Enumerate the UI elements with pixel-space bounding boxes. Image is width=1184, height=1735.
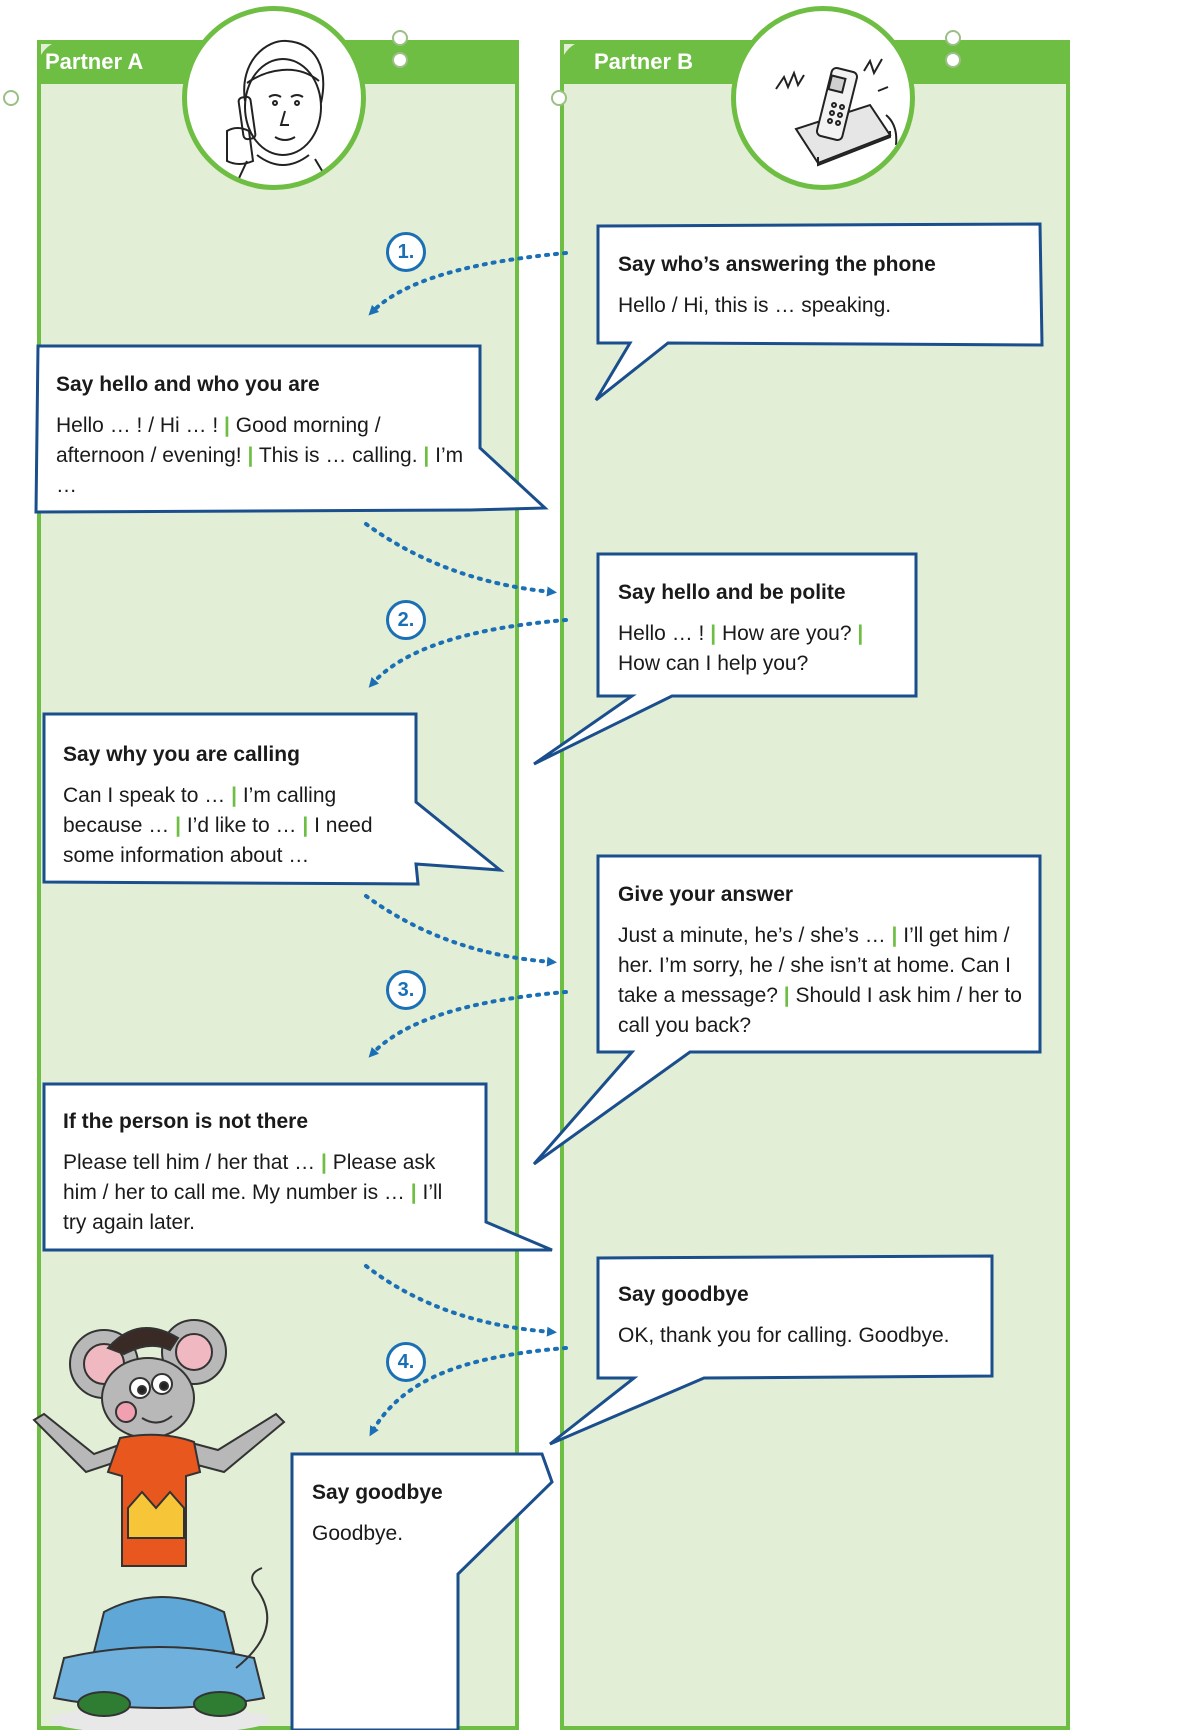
arrow	[368, 251, 568, 316]
arrow	[368, 990, 568, 1058]
bubble-line: OK, thank you for calling. Goodbye.	[618, 1324, 950, 1347]
bubble-heading: Say hello and be polite	[618, 581, 846, 604]
separator: |	[302, 814, 309, 837]
bubble-b3: Give your answer Just a minute, he’s / s…	[618, 883, 1028, 1041]
bubble-a3: If the person is not there Please tell h…	[63, 1110, 468, 1238]
step-number: 3.	[386, 970, 426, 1010]
bubble-line: Can I speak to …	[63, 784, 226, 807]
bubble-shape	[34, 344, 549, 514]
bubble-heading: Say why you are calling	[63, 743, 300, 766]
arrow	[368, 618, 568, 688]
bubble-a4: Say goodbye Goodbye.	[312, 1481, 482, 1549]
bubble-line: I’ll get him / her. I’m sorry, he / she …	[618, 924, 1011, 1007]
bubble-heading: Give your answer	[618, 883, 794, 906]
separator: |	[175, 814, 181, 837]
bubble-line: I’ll try again later.	[63, 1181, 443, 1234]
bubble-line: I’d like to …	[186, 814, 297, 837]
separator: |	[710, 622, 717, 645]
bubble-line: How can I help you?	[618, 652, 809, 675]
bubble-line: Hello … ! / Hi … !	[56, 414, 219, 437]
bubble-line: Please ask him / her to call me. My numb…	[63, 1151, 436, 1204]
arrow	[364, 522, 557, 597]
bubble-heading: Say goodbye	[312, 1481, 443, 1504]
partner-b-title: Partner B	[594, 49, 694, 74]
connector-dot	[945, 30, 961, 46]
bubble-line: Please tell him / her that …	[63, 1151, 316, 1174]
separator: |	[783, 984, 790, 1007]
bubble-heading: If the person is not there	[63, 1110, 309, 1133]
bubble-line: I need some information about …	[63, 814, 373, 867]
connector-dot	[945, 52, 961, 68]
connector-dot	[551, 90, 567, 106]
separator: |	[231, 784, 237, 807]
ringing-phone-icon	[731, 6, 915, 190]
arrow	[364, 1264, 557, 1337]
bubble-line: Goodbye.	[312, 1522, 404, 1545]
step-number: 2.	[386, 600, 426, 640]
bubble-b4: Say goodbye OK, thank you for calling. G…	[618, 1283, 978, 1351]
separator: |	[410, 1181, 417, 1204]
bubble-line: I’m calling because …	[63, 784, 337, 837]
bubble-line: Good morning / afternoon / evening!	[56, 414, 381, 467]
bubble-b1: Say who’s answering the phone Hello / Hi…	[618, 253, 1028, 321]
bubble-shape	[533, 552, 918, 766]
partner-a-title: Partner A	[45, 49, 144, 74]
bubble-b2: Say hello and be polite Hello … ! | How …	[618, 581, 908, 679]
bubble-a1: Say hello and who you are Hello … ! / Hi…	[56, 373, 466, 501]
separator: |	[320, 1151, 327, 1174]
bubble-shape	[42, 1082, 553, 1252]
arrow	[364, 894, 557, 967]
bubble-shape	[549, 1254, 994, 1446]
bubble-line: Hello / Hi, this is … speaking.	[618, 294, 892, 317]
mouse-mascot-icon	[24, 1308, 296, 1734]
bubble-a2: Say why you are calling Can I speak to ……	[63, 743, 408, 871]
bubble-heading: Say hello and who you are	[56, 373, 320, 396]
step-number: 1.	[386, 232, 426, 272]
separator: |	[857, 622, 864, 645]
bubble-shape	[594, 222, 1044, 402]
separator: |	[224, 414, 230, 437]
person-on-phone-icon	[182, 6, 366, 190]
connector-dot	[392, 52, 408, 68]
bubble-line: Hello … !	[618, 622, 705, 645]
bubble-line: Just a minute, he’s / she’s …	[618, 924, 886, 947]
connector-dot	[392, 30, 408, 46]
bubble-line: This is … calling.	[258, 444, 418, 467]
arrow	[369, 1346, 568, 1437]
separator: |	[247, 444, 254, 467]
bubble-heading: Say goodbye	[618, 1283, 749, 1306]
bubble-shape	[532, 854, 1042, 1166]
bubble-line: Should I ask him / her to call you back?	[618, 984, 1022, 1037]
bubble-shape	[42, 712, 505, 886]
step-number: 4.	[386, 1342, 426, 1382]
separator: |	[891, 924, 898, 947]
bubble-shape	[290, 1452, 554, 1730]
bubble-line: How are you?	[721, 622, 852, 645]
bubble-line: I’m …	[56, 444, 464, 497]
bubble-heading: Say who’s answering the phone	[618, 253, 936, 276]
separator: |	[423, 444, 430, 467]
connector-dot	[3, 90, 19, 106]
